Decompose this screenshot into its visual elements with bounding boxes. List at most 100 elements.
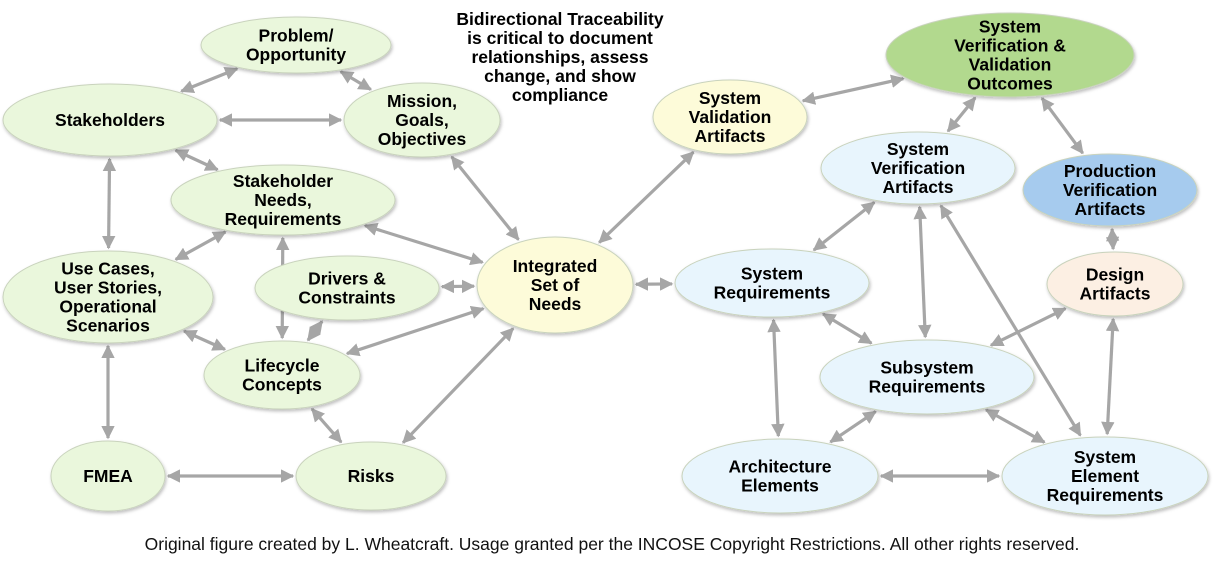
node-label: Requirements bbox=[225, 209, 342, 229]
node-risks: Risks bbox=[295, 441, 447, 511]
nodes-layer: Problem/OpportunityStakeholdersMission,G… bbox=[2, 12, 1209, 516]
trace-arrow-sysval-outcomes bbox=[801, 74, 905, 105]
node-label: Architecture bbox=[728, 457, 831, 477]
node-ellipse bbox=[170, 164, 396, 236]
node-label: Artifacts bbox=[695, 126, 766, 146]
node-label: Subsystem bbox=[880, 358, 973, 378]
node-ellipse bbox=[819, 339, 1035, 415]
node-ellipse bbox=[254, 255, 440, 321]
node-label: Operational bbox=[59, 297, 156, 317]
node-stakeholders: Stakeholders bbox=[2, 83, 218, 157]
note-line: is critical to document bbox=[467, 28, 653, 48]
traceability-note: Bidirectional Traceability is critical t… bbox=[455, 10, 665, 105]
node-label: Artifacts bbox=[1075, 199, 1146, 219]
node-label: Stakeholders bbox=[55, 110, 165, 130]
node-usecases: Use Cases,User Stories,OperationalScenar… bbox=[2, 250, 214, 344]
node-ellipse bbox=[2, 250, 214, 344]
trace-arrow-sysreq-architecture bbox=[767, 318, 785, 438]
node-ellipse bbox=[885, 12, 1135, 98]
node-label: Stakeholder bbox=[233, 171, 333, 191]
node-label: System bbox=[1074, 447, 1136, 467]
trace-arrow-needs-usecases bbox=[174, 230, 227, 261]
trace-arrow-risks-integrated bbox=[401, 327, 515, 444]
node-drivers: Drivers &Constraints bbox=[254, 255, 440, 321]
note-line: Bidirectional Traceability bbox=[456, 9, 664, 29]
node-label: Design bbox=[1086, 265, 1144, 285]
node-label: User Stories, bbox=[54, 278, 162, 298]
node-label: Verification & bbox=[954, 36, 1066, 56]
node-label: Lifecycle bbox=[245, 356, 320, 376]
trace-arrow-design-subsystem bbox=[989, 307, 1067, 347]
node-ellipse bbox=[652, 79, 808, 155]
node-label: Risks bbox=[348, 466, 395, 486]
node-label: Problem/ bbox=[259, 26, 334, 46]
trace-arrow-sysver-subsystem bbox=[913, 205, 932, 339]
node-label: Requirements bbox=[869, 377, 986, 397]
node-ellipse bbox=[820, 131, 1016, 205]
node-ellipse bbox=[476, 236, 634, 334]
note-line: compliance bbox=[511, 85, 609, 105]
trace-arrow-problem-stakeholders bbox=[180, 67, 239, 93]
node-label: System bbox=[887, 139, 949, 159]
trace-arrow-usecases-lifecycle bbox=[182, 329, 227, 351]
node-label: Needs, bbox=[254, 190, 311, 210]
trace-arrow-design-syselem bbox=[1101, 317, 1120, 436]
node-ellipse bbox=[203, 340, 361, 410]
node-ellipse bbox=[343, 82, 501, 158]
node-label: Drivers & bbox=[308, 269, 386, 289]
node-ellipse bbox=[681, 438, 879, 514]
node-ellipse bbox=[200, 16, 392, 74]
node-label: Integrated bbox=[513, 256, 598, 276]
trace-arrow-subsystem-architecture bbox=[829, 410, 877, 444]
trace-arrow-stakeholders-usecases bbox=[101, 157, 117, 250]
trace-arrow-mission-integrated bbox=[450, 155, 520, 241]
trace-arrow-integrated-sysval bbox=[598, 151, 695, 244]
node-label: Verification bbox=[871, 158, 965, 178]
trace-arrow-stakeholders-needs bbox=[174, 148, 219, 172]
node-label: Elements bbox=[741, 476, 819, 496]
trace-arrow-needs-integrated bbox=[363, 222, 484, 266]
node-ellipse bbox=[295, 441, 447, 511]
node-label: Element bbox=[1071, 466, 1139, 486]
node-ellipse bbox=[1022, 153, 1198, 227]
trace-arrow-drivers-lifecycle bbox=[306, 320, 324, 342]
note-line: relationships, assess bbox=[471, 47, 649, 67]
node-fmea: FMEA bbox=[50, 440, 166, 512]
node-ellipse bbox=[2, 83, 218, 157]
node-ellipse bbox=[1046, 251, 1184, 317]
node-ellipse bbox=[1001, 436, 1209, 516]
node-label: Set of bbox=[531, 275, 580, 295]
node-label: Use Cases, bbox=[61, 259, 154, 279]
node-label: Verification bbox=[1063, 180, 1157, 200]
node-label: FMEA bbox=[83, 466, 133, 486]
trace-arrow-sysver-sysreq bbox=[812, 201, 876, 252]
node-label: Objectives bbox=[378, 129, 467, 149]
node-label: Needs bbox=[529, 294, 582, 314]
trace-arrow-outcomes-sysver bbox=[946, 96, 977, 133]
node-label: System bbox=[979, 17, 1041, 37]
node-label: Artifacts bbox=[883, 177, 954, 197]
copyright-caption: Original figure created by L. Wheatcraft… bbox=[144, 534, 1080, 554]
node-label: Goals, bbox=[395, 110, 449, 130]
edges-layer bbox=[101, 67, 1120, 483]
node-label: System bbox=[699, 88, 761, 108]
node-label: Production bbox=[1064, 161, 1156, 181]
trace-arrow-lifecycle-risks bbox=[310, 407, 343, 444]
trace-arrow-outcomes-prodver bbox=[1040, 97, 1085, 155]
trace-arrow-problem-mission bbox=[339, 70, 372, 91]
note-line: change, and show bbox=[484, 66, 636, 86]
trace-arrow-subsystem-syselem bbox=[984, 408, 1046, 444]
node-label: Requirements bbox=[1047, 485, 1164, 505]
node-label: Mission, bbox=[387, 91, 457, 111]
node-label: Constraints bbox=[298, 288, 396, 308]
